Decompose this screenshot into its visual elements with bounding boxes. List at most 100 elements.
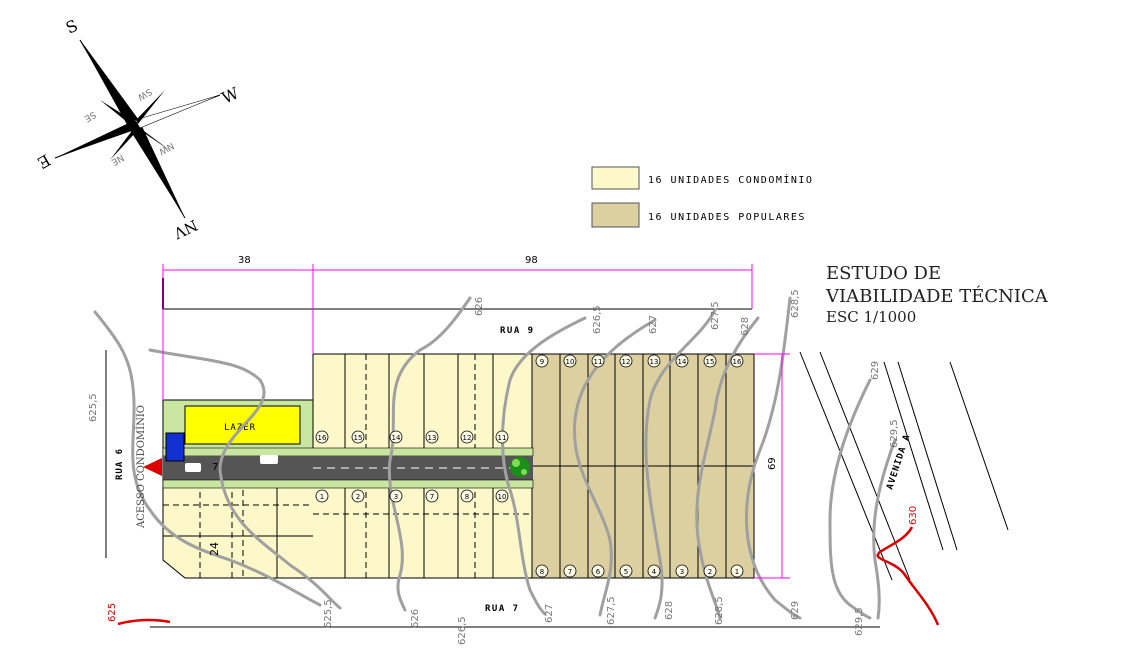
lot-marker-popular-bottom: 1 — [730, 564, 744, 578]
green-strip-top — [162, 447, 534, 457]
svg-text:2: 2 — [708, 568, 712, 576]
contour-top-7: 629 — [870, 361, 881, 380]
compass-e-label: E — [34, 150, 54, 172]
dimensions — [162, 264, 790, 579]
lot-marker-popular-bottom: 5 — [619, 564, 633, 578]
dim-24: 24 — [208, 542, 221, 556]
contour-bottom-2: 626 — [410, 609, 421, 628]
svg-text:7: 7 — [568, 568, 572, 576]
svg-text:15: 15 — [706, 358, 715, 366]
svg-text:1: 1 — [320, 493, 324, 501]
contour-lines — [93, 296, 897, 620]
dim-98: 98 — [525, 255, 538, 266]
lot-marker-popular-top: 12 — [619, 354, 633, 368]
lot-marker-condo-upper: 12 — [460, 430, 474, 444]
lot-marker-condo-lower: 2 — [351, 489, 365, 503]
svg-text:1: 1 — [735, 568, 739, 576]
contour-left: 625,5 — [88, 393, 99, 422]
red-label-630: 630 — [908, 506, 919, 525]
legend-label-popular: 16 UNIDADES POPULARES — [648, 212, 806, 223]
lot-marker-popular-top: 15 — [703, 354, 717, 368]
legend-swatch-popular — [591, 202, 640, 228]
svg-text:13: 13 — [428, 434, 437, 442]
svg-text:13: 13 — [650, 358, 659, 366]
svg-text:11: 11 — [498, 434, 507, 442]
lot-marker-condo-upper: 13 — [425, 430, 439, 444]
title-line-1: ESTUDO DE — [826, 263, 941, 284]
contour-bottom-5: 627,5 — [606, 596, 617, 625]
title-line-2: VIABILIDADE TÉCNICA — [825, 284, 1049, 307]
car-2 — [260, 455, 278, 464]
svg-text:6: 6 — [596, 568, 601, 576]
svg-text:8: 8 — [465, 493, 469, 501]
contour-bottom-9: 629,5 — [854, 607, 865, 636]
contour-bottom-7: 628,5 — [714, 596, 725, 625]
lot-marker-condo-lower: 3 — [389, 489, 403, 503]
svg-text:16: 16 — [318, 434, 327, 442]
dim-7: 7 — [212, 462, 218, 473]
lot-marker-popular-top: 13 — [647, 354, 661, 368]
red-elevation — [117, 526, 940, 626]
contour-top-6: 628,5 — [790, 289, 801, 318]
contour-bottom-4: 627 — [544, 604, 555, 623]
lot-marker-popular-bottom: 6 — [591, 564, 605, 578]
title-line-3: ESC 1/1000 — [826, 308, 916, 326]
lot-marker-popular-bottom: 3 — [675, 564, 689, 578]
compass-se-label: SE — [82, 109, 97, 124]
svg-text:10: 10 — [498, 493, 507, 501]
svg-text:4: 4 — [652, 568, 657, 576]
lot-marker-condo-lower: 8 — [460, 489, 474, 503]
street-rua-7: RUA 7 — [485, 604, 520, 614]
lot-marker-condo-lower: 10 — [495, 489, 509, 503]
svg-text:5: 5 — [624, 568, 628, 576]
street-rua-9: RUA 9 — [500, 326, 535, 336]
svg-text:10: 10 — [566, 358, 575, 366]
svg-text:11: 11 — [594, 358, 603, 366]
title-block: ESTUDO DE VIABILIDADE TÉCNICA ESC 1/1000 — [825, 263, 1049, 326]
legend-swatch-condo — [591, 166, 640, 190]
svg-text:3: 3 — [394, 493, 398, 501]
contour-bottom-6: 628 — [664, 601, 675, 620]
lot-marker-popular-bottom: 2 — [703, 564, 717, 578]
lots: LAZER — [143, 353, 755, 579]
contour-top-5: 628 — [740, 317, 751, 336]
contour-top-2: 626,5 — [592, 305, 603, 334]
svg-text:7: 7 — [430, 493, 434, 501]
lot-marker-popular-top: 16 — [730, 354, 744, 368]
contour-labels: 626 626,5 627 627,5 628 628,5 629 625,5 … — [88, 289, 900, 645]
compass-nw-label: NW — [157, 140, 176, 157]
lot-marker-condo-upper: 16 — [315, 430, 329, 444]
contour-top-3: 627 — [648, 315, 659, 334]
compass-n-label: NV — [170, 216, 200, 243]
contour-bottom-8: 629 — [790, 601, 801, 620]
svg-text:15: 15 — [354, 434, 363, 442]
dim-38: 38 — [238, 255, 251, 266]
svg-text:9: 9 — [540, 358, 544, 366]
svg-text:12: 12 — [622, 358, 631, 366]
lot-marker-popular-top: 14 — [675, 354, 689, 368]
lot-marker-condo-lower: 7 — [425, 489, 439, 503]
svg-text:16: 16 — [733, 358, 742, 366]
car-1 — [185, 463, 201, 472]
lot-marker-popular-bottom: 7 — [563, 564, 577, 578]
contour-top-4: 627,5 — [710, 301, 721, 330]
contour-bottom-1: 625,5 — [323, 599, 334, 628]
legend-label-condo: 16 UNIDADES CONDOMÍNIO — [648, 173, 813, 186]
svg-text:14: 14 — [678, 358, 687, 366]
contour-bottom-3: 626,5 — [457, 616, 468, 645]
lot-marker-popular-top: 9 — [535, 354, 549, 368]
roundabout-tree — [510, 457, 530, 477]
svg-text:8: 8 — [540, 568, 544, 576]
access-arrow — [143, 458, 162, 476]
compass-w-label: W — [219, 83, 242, 107]
svg-text:14: 14 — [392, 434, 401, 442]
street-rua-6: RUA 6 — [115, 448, 125, 480]
red-label-625: 625 — [107, 603, 118, 622]
lot-marker-condo-lower: 1 — [315, 489, 329, 503]
lot-marker-condo-upper: 14 — [389, 430, 403, 444]
lot-marker-popular-bottom: 8 — [535, 564, 549, 578]
lot-marker-popular-top: 10 — [563, 354, 577, 368]
lot-marker-popular-top: 11 — [591, 354, 605, 368]
contour-right-1: 629,5 — [889, 419, 900, 448]
